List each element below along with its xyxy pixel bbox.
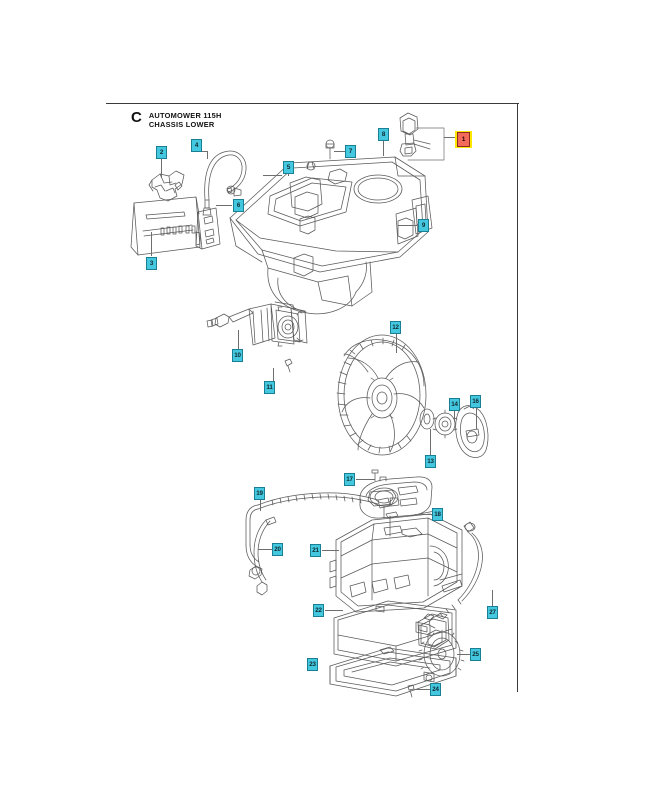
callout-3[interactable]: 3 xyxy=(146,257,157,270)
callout-label-text: 1 xyxy=(457,132,470,147)
diagram-header: C AUTOMOWER 115H CHASSIS LOWER xyxy=(131,110,222,129)
callout-13[interactable]: 13 xyxy=(425,455,436,468)
part-screw-7 xyxy=(325,139,335,160)
page-title: AUTOMOWER 115H CHASSIS LOWER xyxy=(148,111,222,130)
callout-24[interactable]: 24 xyxy=(430,683,441,696)
callout-9[interactable]: 9 xyxy=(418,219,429,232)
leader-9 xyxy=(398,225,418,226)
callout-12[interactable]: 12 xyxy=(390,321,401,334)
part-panel-3 xyxy=(130,196,201,256)
part-screw-24 xyxy=(407,684,415,698)
leader-7b xyxy=(334,151,345,152)
callout-4[interactable]: 4 xyxy=(191,139,202,152)
leader-16 xyxy=(476,407,477,429)
leader-8 xyxy=(383,140,384,156)
part-cable-27 xyxy=(428,521,483,629)
callout-7[interactable]: 7 xyxy=(345,145,356,158)
frame-right-rule xyxy=(517,103,518,692)
callout-16[interactable]: 16 xyxy=(470,395,481,408)
part-connector-block-6 xyxy=(195,207,221,250)
leader-25 xyxy=(457,654,470,655)
callout-17[interactable]: 17 xyxy=(344,473,355,486)
part-bracket-2 xyxy=(148,170,185,202)
leader-4b xyxy=(200,151,208,152)
callout-21[interactable]: 21 xyxy=(310,544,321,557)
leader-20 xyxy=(258,549,272,550)
leader-10 xyxy=(238,330,239,349)
leader-12 xyxy=(396,333,397,353)
leader-2 xyxy=(161,158,162,178)
callout-20[interactable]: 20 xyxy=(272,543,283,556)
leader-1 xyxy=(444,137,455,138)
leader-14 xyxy=(454,410,455,422)
part-gear-motor-25 xyxy=(417,612,465,677)
callout-14[interactable]: 14 xyxy=(449,398,460,411)
callout-10[interactable]: 10 xyxy=(232,349,243,362)
part-main-housing-21 xyxy=(329,511,463,613)
leader-13 xyxy=(430,429,431,455)
leader-22 xyxy=(325,610,343,611)
part-linkage-8 xyxy=(399,112,431,157)
callout-23[interactable]: 23 xyxy=(307,658,318,671)
part-cable-20 xyxy=(253,516,277,596)
part-cable-loom-19 xyxy=(245,492,400,580)
leader-21 xyxy=(322,550,339,551)
callout-27[interactable]: 27 xyxy=(487,606,498,619)
part-module-22 xyxy=(333,600,457,667)
callout-6[interactable]: 6 xyxy=(233,199,244,212)
part-housing-16 xyxy=(455,405,489,458)
leader-19 xyxy=(260,499,261,511)
leader-6 xyxy=(216,205,232,206)
callout-11[interactable]: 11 xyxy=(264,381,275,394)
callout-25[interactable]: 25 xyxy=(470,648,481,661)
callout-8[interactable]: 8 xyxy=(378,128,389,141)
leader-4 xyxy=(207,151,208,159)
leader-11 xyxy=(273,368,274,381)
callout-19[interactable]: 19 xyxy=(254,487,265,500)
part-screw-11 xyxy=(284,358,293,373)
leader-27 xyxy=(492,590,493,606)
frame-top-rule xyxy=(106,103,519,104)
callout-22[interactable]: 22 xyxy=(313,604,324,617)
leader-5 xyxy=(263,175,282,176)
part-sensor-unit-18 xyxy=(359,476,441,519)
part-drive-motor-10 xyxy=(206,301,308,347)
leader-24 xyxy=(414,689,430,690)
callout-2[interactable]: 2 xyxy=(156,146,167,159)
part-wheel-12 xyxy=(336,334,427,456)
part-washer-13 xyxy=(419,408,435,430)
callout-1[interactable]: 1 xyxy=(455,131,472,148)
callout-18[interactable]: 18 xyxy=(432,508,443,521)
leader-18 xyxy=(415,514,432,515)
section-letter: C xyxy=(131,109,142,126)
part-chassis-body xyxy=(229,156,433,315)
leader-17 xyxy=(356,479,375,480)
callout-5[interactable]: 5 xyxy=(283,161,294,174)
leader-3 xyxy=(151,232,152,256)
